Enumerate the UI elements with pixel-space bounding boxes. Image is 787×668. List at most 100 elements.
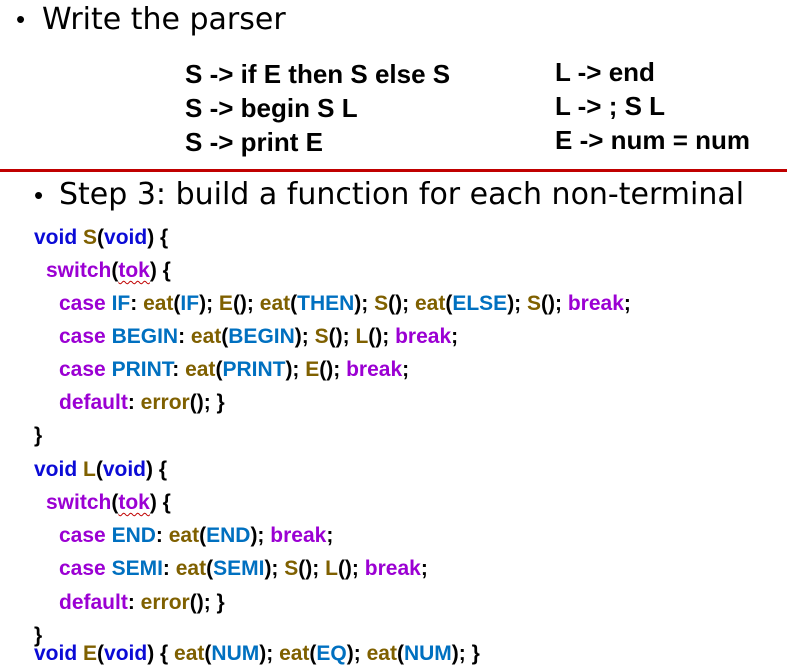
code-line: } <box>34 422 42 450</box>
code-token: eat <box>190 325 222 348</box>
code-token: (); <box>337 557 365 580</box>
code-line: void L(void) { <box>34 456 167 484</box>
code-token: eat <box>168 524 200 547</box>
code-token: ( <box>95 458 103 481</box>
code-token: ELSE <box>452 292 508 315</box>
code-token: PRINT <box>222 358 286 381</box>
code-token: tok <box>118 491 150 514</box>
grammar-rule: S -> print E <box>185 127 323 157</box>
code-token: (); <box>368 325 396 348</box>
code-token: ) { <box>149 491 171 514</box>
code-token: S <box>527 292 542 315</box>
bullet-dot: • <box>34 180 44 210</box>
code-token: void <box>104 642 148 665</box>
code-token: : <box>162 557 176 580</box>
code-token: eat <box>366 642 397 665</box>
code-token: S <box>83 226 98 249</box>
code-token: ( <box>309 642 317 665</box>
code-token: ); <box>259 642 280 665</box>
code-token: ( <box>173 292 181 315</box>
code-token: eat <box>175 557 207 580</box>
code-token: L <box>325 557 338 580</box>
code-token: ); } <box>451 642 480 665</box>
code-token: ( <box>199 524 207 547</box>
code-line: switch(tok) { <box>46 489 171 517</box>
code-token: IF <box>111 292 131 315</box>
code-token: break <box>364 557 421 580</box>
code-token: break <box>395 325 452 348</box>
code-token: case <box>59 292 106 315</box>
code-token: (); <box>298 557 326 580</box>
code-token: ( <box>221 325 229 348</box>
code-token: (); <box>328 325 356 348</box>
parser-heading: Write the parser <box>42 2 286 37</box>
code-token: IF <box>180 292 200 315</box>
code-token: ; <box>451 325 459 348</box>
code-token: ( <box>396 642 404 665</box>
code-token: ) { <box>146 458 168 481</box>
code-token: SEMI <box>213 557 265 580</box>
code-token: THEN <box>297 292 355 315</box>
code-token: eat <box>185 358 216 381</box>
code-token: switch <box>46 491 112 514</box>
code-token: ( <box>204 642 212 665</box>
code-token: } <box>34 424 43 447</box>
code-token: ( <box>111 491 119 514</box>
code-token: void <box>104 226 148 249</box>
code-token: default <box>59 591 128 614</box>
code-token: eat <box>259 292 291 315</box>
grammar-rule: S -> if E then S else S <box>185 59 451 89</box>
code-token: (); } <box>189 591 225 614</box>
code-token: ( <box>111 259 119 282</box>
code-line: void S(void) { <box>34 224 168 252</box>
code-token: void <box>102 458 147 481</box>
code-token: ); <box>199 292 219 315</box>
code-token: BEGIN <box>228 325 295 348</box>
code-token: break <box>270 524 327 547</box>
code-token: } <box>34 624 43 647</box>
code-token: switch <box>46 259 112 282</box>
code-token: ); <box>250 524 271 547</box>
code-line: switch(tok) { <box>46 257 171 285</box>
grammar-rule: E -> num = num <box>555 125 751 155</box>
code-line: void E(void) { eat(NUM); eat(EQ); eat(NU… <box>34 640 480 668</box>
code-token: (); <box>319 358 347 381</box>
code-token: : <box>155 524 169 547</box>
code-token: ; <box>326 524 334 547</box>
code-token: eat <box>414 292 446 315</box>
code-token: E <box>218 292 233 315</box>
code-token: void <box>34 642 78 665</box>
code-token: E <box>83 642 98 665</box>
code-line: case BEGIN: eat(BEGIN); S(); L(); break; <box>59 323 458 351</box>
code-token: ( <box>97 226 105 249</box>
code-token: ( <box>215 358 223 381</box>
code-token: case <box>59 358 106 381</box>
code-token: ); <box>507 292 528 315</box>
code-token: eat <box>279 642 310 665</box>
code-token: ); <box>264 557 285 580</box>
grammar-rule: L -> end <box>555 57 655 87</box>
code-token: E <box>305 358 320 381</box>
code-token: L <box>83 458 96 481</box>
step-heading: Step 3: build a function for each non-te… <box>59 177 745 212</box>
code-token: void <box>34 458 78 481</box>
code-token: ); <box>294 325 315 348</box>
code-line: default: error(); } <box>59 589 225 617</box>
code-token: eat <box>174 642 205 665</box>
code-token: case <box>59 524 106 547</box>
code-token: error <box>140 591 190 614</box>
grammar-rule: L -> ; S L <box>555 91 666 121</box>
code-token: tok <box>118 259 150 282</box>
code-token: (); <box>232 292 260 315</box>
code-token: ; <box>420 557 428 580</box>
code-line: default: error(); } <box>59 389 225 417</box>
code-token: default <box>59 391 128 414</box>
code-token: : <box>130 292 144 315</box>
code-token: (); <box>388 292 415 315</box>
code-line: } <box>34 622 42 650</box>
code-token: ; <box>623 292 631 315</box>
code-token: S <box>284 557 299 580</box>
code-line: case SEMI: eat(SEMI); S(); L(); break; <box>59 555 428 583</box>
code-token: : <box>127 391 141 414</box>
code-token: ) { <box>147 226 169 249</box>
